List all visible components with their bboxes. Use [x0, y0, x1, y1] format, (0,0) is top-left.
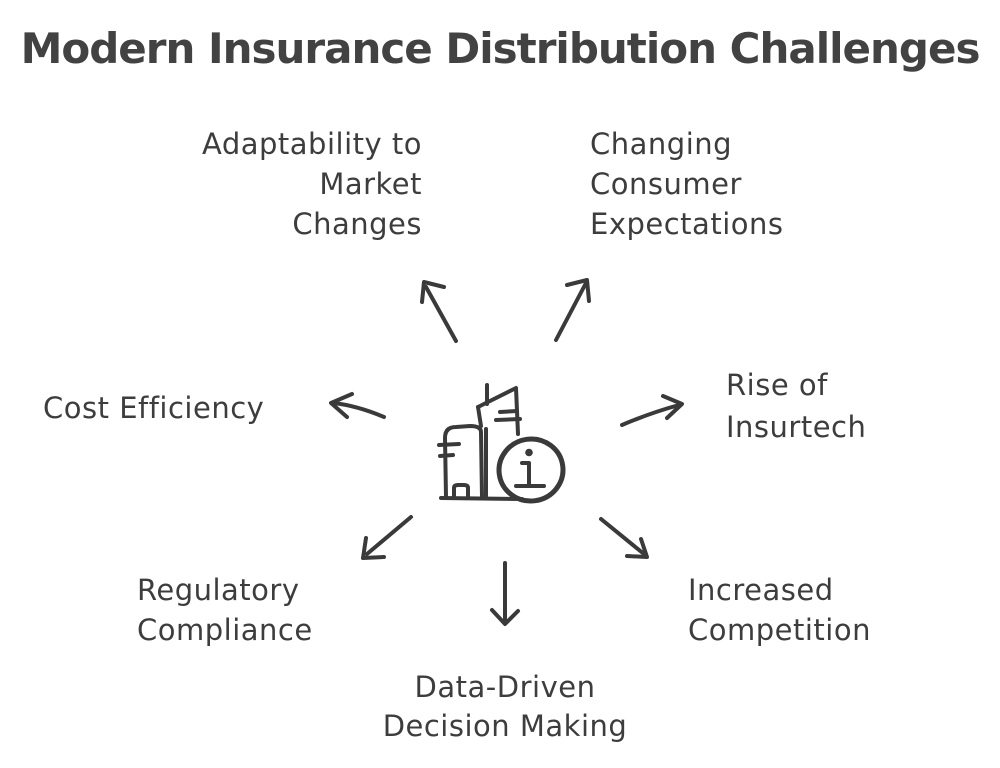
node-label-increased-competition: Increased Competition — [688, 573, 871, 647]
node-label-cost-efficiency: Cost Efficiency — [43, 391, 265, 425]
building-info-icon — [437, 383, 566, 504]
building-left-tower-icon — [443, 424, 484, 499]
arrow-left-icon — [329, 392, 386, 419]
info-icon — [496, 436, 566, 504]
arrow-bottom-left-icon — [361, 515, 413, 560]
building-door-icon — [452, 483, 470, 499]
arrow-bottom-right-icon — [599, 517, 649, 559]
node-label-adaptability-to-market-changes: Adaptability to Market Changes — [201, 127, 422, 241]
node-label-regulatory-compliance: Regulatory Compliance — [137, 573, 313, 647]
node-label-changing-consumer-expectations: Changing Consumer Expectations — [590, 127, 784, 241]
arrow-right-icon — [620, 394, 684, 427]
node-label-rise-of-insurtech: Rise of Insurtech — [726, 368, 867, 444]
page-title: Modern Insurance Distribution Challenges — [20, 24, 981, 73]
arrow-top-left-icon — [420, 280, 458, 343]
arrow-top-right-icon — [554, 278, 591, 342]
ground-line — [439, 496, 524, 501]
node-label-data-driven-decision-making: Data-Driven Decision Making — [382, 670, 628, 743]
arrow-bottom-icon — [490, 561, 520, 626]
